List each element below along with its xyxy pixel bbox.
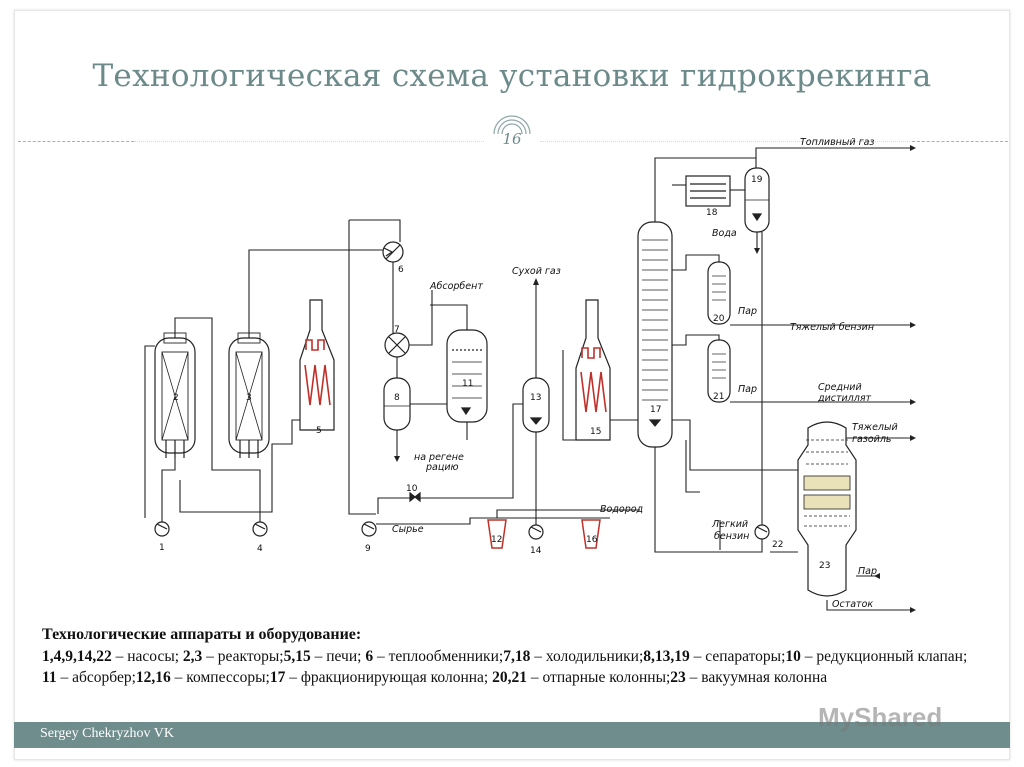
- legend-item-pumps: 1,4,9,14,22 – насосы;: [42, 648, 183, 665]
- unit-label-10: 10: [406, 484, 418, 494]
- header-rule-right: [912, 141, 1008, 142]
- label-heavy-gasoil-2: газойль: [852, 434, 892, 445]
- label-hydrogen: Водород: [600, 504, 644, 515]
- label-steam-23: Пар: [858, 566, 877, 577]
- header-rule-right-dotted: [540, 141, 910, 142]
- label-feed: Сырье: [392, 524, 424, 535]
- header-rule-left-dotted: [134, 141, 484, 142]
- legend-heading: Технологические аппараты и оборудование:: [42, 626, 362, 643]
- pump-4: [252, 521, 268, 537]
- unit-label-18: 18: [706, 208, 718, 218]
- furnace-15: [575, 299, 611, 441]
- label-heavy-gasoline: Тяжелый бензин: [790, 322, 874, 333]
- legend-item-heat-exchangers: 6 – теплообменники;: [365, 648, 504, 665]
- footer-author: Sergey Chekryzhov VK: [40, 726, 175, 741]
- label-light-gasoline-2: бензин: [714, 531, 749, 542]
- unit-label-21: 21: [713, 392, 724, 402]
- label-steam-20: Пар: [738, 306, 757, 317]
- label-fuel-gas: Топливный газ: [800, 137, 874, 148]
- separator-8: [383, 377, 411, 431]
- unit-label-13: 13: [530, 393, 541, 403]
- label-middle-distillate-1: Средний: [818, 382, 862, 393]
- label-regen-2: рацию: [425, 462, 459, 473]
- unit-label-6: 6: [398, 265, 404, 275]
- pump-22: [754, 524, 770, 540]
- legend-item-coolers: 7,18 – холодильники;: [503, 648, 644, 665]
- label-residue: Остаток: [832, 599, 873, 610]
- unit-label-1: 1: [159, 543, 165, 553]
- furnace-5: [299, 299, 335, 431]
- label-heavy-gasoil-1: Тяжелый: [852, 422, 898, 433]
- separator-13: [522, 377, 550, 433]
- pump-14: [528, 524, 544, 540]
- unit-label-7: 7: [394, 325, 400, 335]
- label-regen-1: на регене: [414, 452, 464, 463]
- legend-item-compressors: 12,16 – компессоры;: [135, 669, 270, 686]
- heat-exchanger-6: [382, 241, 404, 263]
- hydrocracking-process-diagram: 1 2 3 4 5 6 7 8 9 10 11 12 13 14 15 16 1…: [144, 137, 916, 613]
- pump-1: [154, 521, 170, 537]
- unit-label-19: 19: [751, 175, 763, 185]
- page-number-arcs-icon: [493, 115, 531, 134]
- label-water: Вода: [712, 228, 737, 239]
- slide-frame: [14, 10, 1010, 760]
- unit-label-11: 11: [462, 379, 473, 389]
- header-rule-left: [18, 141, 134, 142]
- unit-label-15: 15: [590, 427, 601, 437]
- page-number: 16: [502, 130, 522, 148]
- unit-label-2: 2: [173, 393, 179, 403]
- unit-label-5: 5: [316, 426, 322, 436]
- label-absorbent: Абсорбент: [429, 281, 483, 292]
- legend-item-vacuum-column: 23 – вакуумная колонна: [670, 669, 828, 686]
- label-dry-gas: Сухой газ: [512, 266, 561, 277]
- unit-label-20: 20: [713, 314, 725, 324]
- legend-item-valve: 10 – редукционный клапан;: [785, 648, 968, 665]
- unit-label-17: 17: [650, 405, 661, 415]
- unit-label-3: 3: [246, 393, 252, 403]
- legend-item-furnaces: 5,15 – печи;: [283, 648, 366, 665]
- unit-label-16: 16: [586, 535, 598, 545]
- compressor-16: [581, 519, 601, 549]
- unit-label-14: 14: [530, 546, 542, 556]
- unit-label-9: 9: [365, 544, 371, 554]
- label-steam-21: Пар: [738, 384, 757, 395]
- absorber-11: [446, 329, 488, 423]
- cooler-7: [384, 332, 410, 358]
- reduction-valve-10: [409, 491, 421, 503]
- slide-title: Технологическая схема установки гидрокре…: [92, 58, 932, 94]
- unit-label-23: 23: [819, 561, 830, 571]
- unit-label-12: 12: [491, 535, 502, 545]
- label-light-gasoline-1: Легкий: [711, 519, 748, 530]
- pump-9: [361, 521, 377, 537]
- watermark-logo: MyShared: [818, 702, 943, 732]
- legend-item-separators: 8,13,19 – сепараторы;: [643, 648, 786, 665]
- legend-item-reactors: 2,3 – реакторы;: [182, 648, 284, 665]
- process-piping: [144, 147, 910, 611]
- unit-label-22: 22: [772, 540, 783, 550]
- legend-item-fractionator: 17 – фракционирующая колонна;: [269, 669, 493, 686]
- legend-item-absorber: 11 – абсорбер;: [42, 669, 136, 686]
- footer-bar: Sergey Chekryzhov VK: [14, 722, 1010, 748]
- label-middle-distillate-2: дистиллят: [817, 393, 872, 404]
- compressor-12: [487, 519, 507, 549]
- cooler-18: [685, 175, 731, 207]
- vacuum-column-23: [797, 421, 857, 597]
- legend-item-strippers: 20,21 – отпарные колонны;: [492, 669, 671, 686]
- equipment-legend: Технологические аппараты и оборудование:…: [42, 624, 982, 688]
- unit-label-4: 4: [257, 544, 263, 554]
- flow-arrows: [394, 145, 916, 613]
- reactor-2: [154, 332, 196, 458]
- unit-label-8: 8: [394, 393, 400, 403]
